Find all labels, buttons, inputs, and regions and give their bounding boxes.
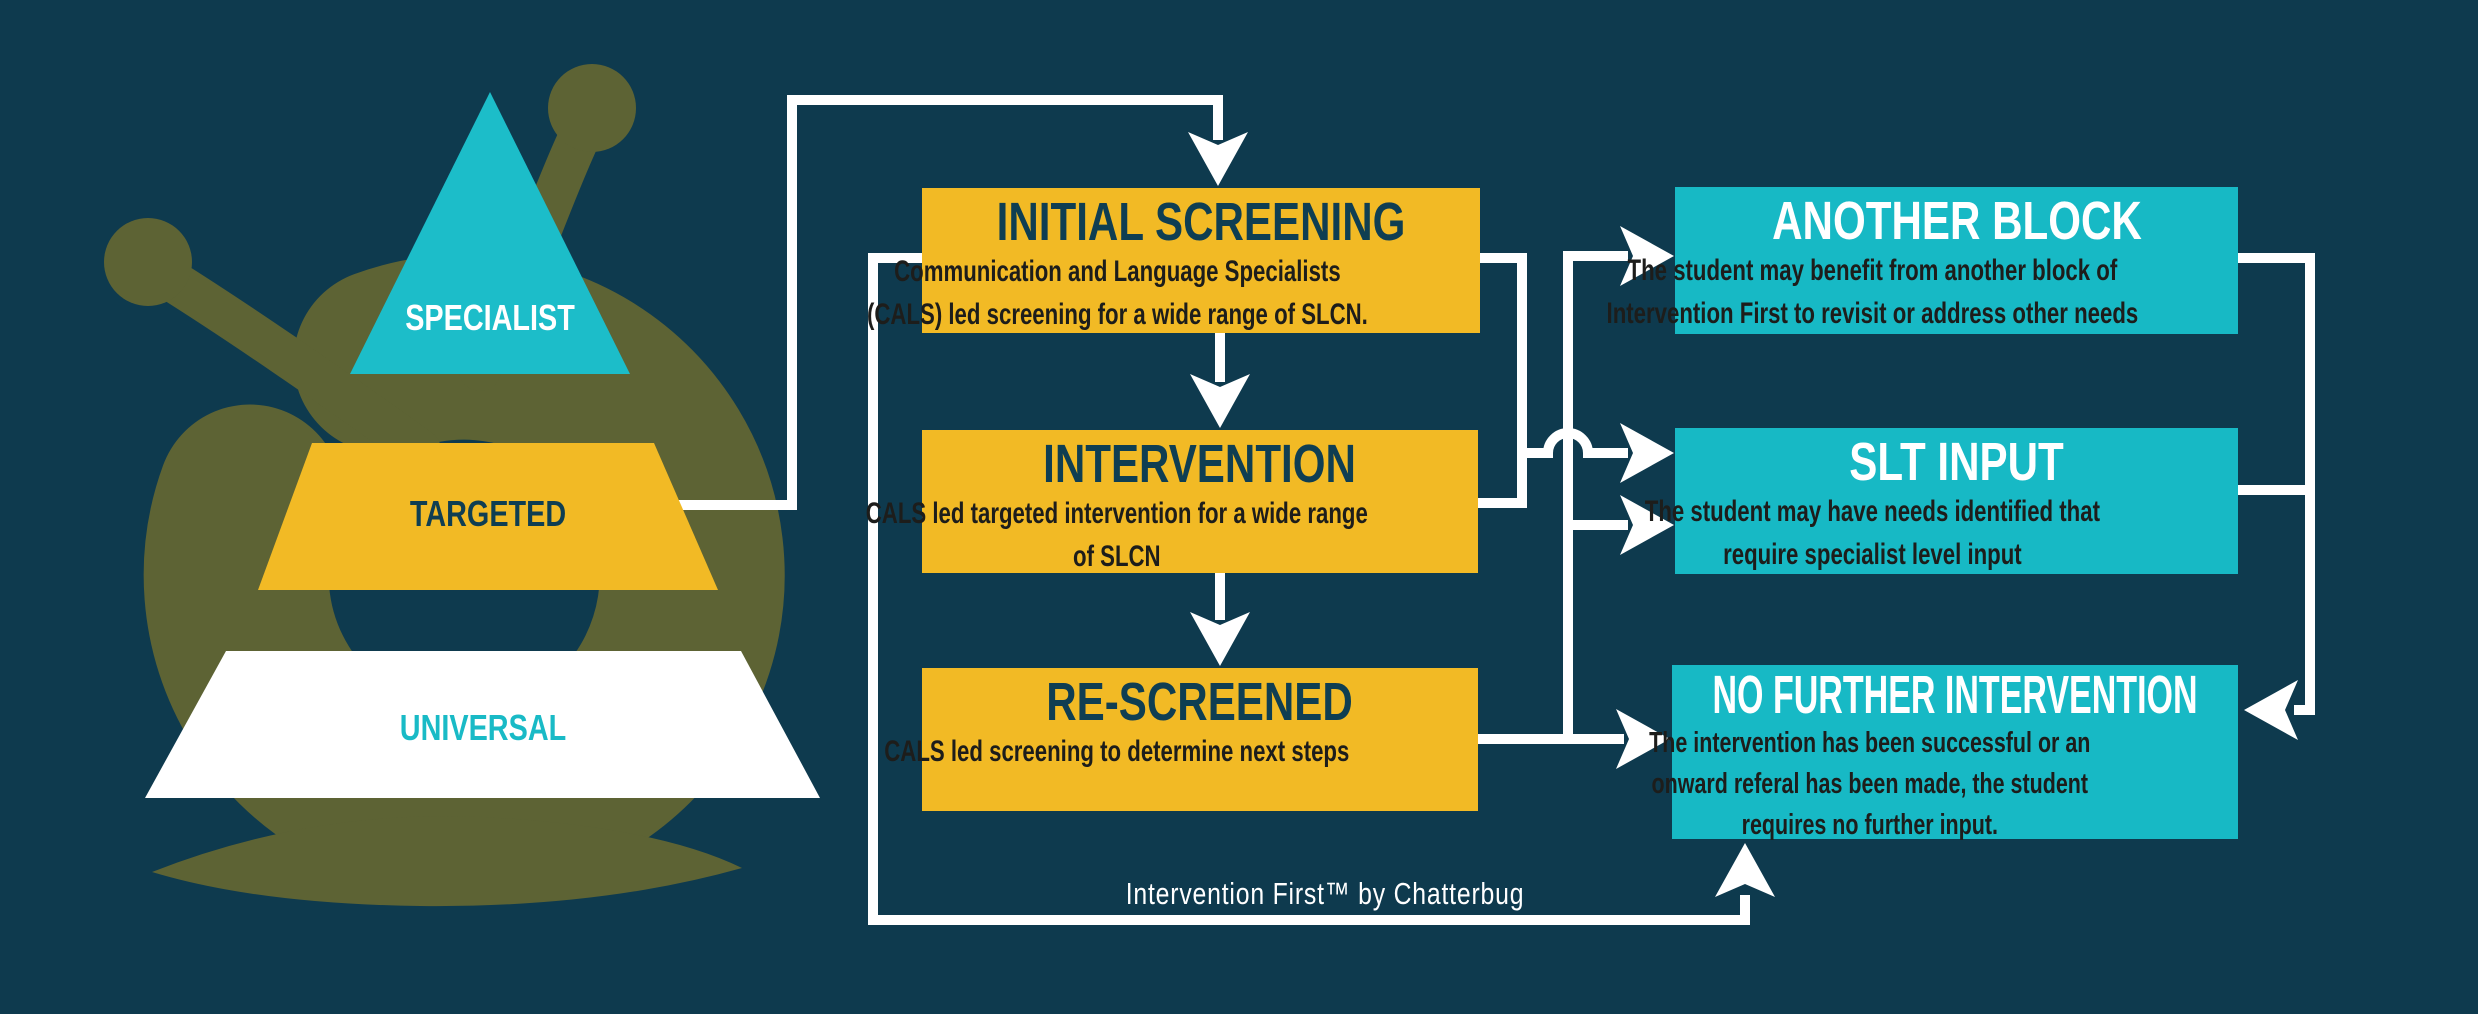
outcome-title: SLT INPUT xyxy=(1849,432,2064,492)
step-title: INITIAL SCREENING xyxy=(996,192,1406,252)
line-branch-to-another-block xyxy=(1563,251,1628,739)
outcome-description: The intervention has been successful or … xyxy=(1649,727,2091,841)
step-title: RE-SCREENED xyxy=(1046,672,1354,732)
outcome-another-block: ANOTHER BLOCK The student may benefit fr… xyxy=(1606,187,2238,334)
step-description: CALS led targeted intervention for a wid… xyxy=(865,497,1368,573)
step-rescreened: RE-SCREENED CALS led screening to determ… xyxy=(884,668,1478,811)
outcome-description: The student may benefit from another blo… xyxy=(1606,254,2138,330)
arrow-into-intervention xyxy=(1190,374,1250,428)
pyramid-label-specialist: SPECIALIST xyxy=(405,297,575,338)
snail-antenna-left-tip xyxy=(104,218,192,306)
pyramid-label-universal: UNIVERSAL xyxy=(399,707,567,748)
pyramid xyxy=(145,92,820,798)
outcome-title: NO FURTHER INTERVENTION xyxy=(1712,665,2198,725)
step-description: Communication and Language Specialists (… xyxy=(866,255,1368,331)
connectors xyxy=(678,95,2315,925)
pyramid-label-targeted: TARGETED xyxy=(409,493,567,534)
arrow-into-no-further-left xyxy=(1616,709,1670,769)
pyramid-specialist-tier xyxy=(350,92,630,374)
snail-antenna-left xyxy=(147,257,441,471)
line-to-slt-input-upper-with-bridge xyxy=(1522,428,1628,458)
outcome-no-further-intervention: NO FURTHER INTERVENTION The intervention… xyxy=(1649,665,2238,841)
arrow-into-slt-input-lower xyxy=(1620,495,1674,555)
pyramid-universal-tier xyxy=(145,651,820,798)
line-initial-screening-bypass-loop xyxy=(868,253,1750,925)
step-initial-screening: INITIAL SCREENING Communication and Lang… xyxy=(867,188,1480,333)
line-screening-and-intervention-merge xyxy=(1478,253,1527,508)
arrow-into-rescreened xyxy=(1190,612,1250,666)
step-intervention: INTERVENTION CALS led targeted intervent… xyxy=(866,430,1478,573)
arrow-into-no-further-bottom xyxy=(1715,843,1775,897)
outcome-description: The student may have needs identified th… xyxy=(1644,495,2100,571)
arrowheads xyxy=(1188,132,2298,897)
outcome-slt-input: SLT INPUT The student may have needs ide… xyxy=(1644,428,2238,574)
arrow-into-no-further-right xyxy=(2244,680,2298,740)
line-another-block-to-no-further xyxy=(2238,253,2315,715)
diagram-caption: Intervention First™ by Chatterbug xyxy=(1125,876,1525,911)
arrow-into-another-block xyxy=(1620,226,1674,286)
step-description: CALS led screening to determine next ste… xyxy=(884,735,1350,768)
outcome-title: ANOTHER BLOCK xyxy=(1771,191,2142,251)
pyramid-targeted-tier xyxy=(258,443,718,590)
step-title: INTERVENTION xyxy=(1043,434,1357,494)
arrow-into-slt-input-upper xyxy=(1620,423,1674,483)
line-targeted-to-initial-screening xyxy=(678,95,1223,510)
arrow-into-initial-screening xyxy=(1188,132,1248,186)
snail-antenna-right-tip xyxy=(548,64,636,152)
snail-foot xyxy=(152,816,742,907)
